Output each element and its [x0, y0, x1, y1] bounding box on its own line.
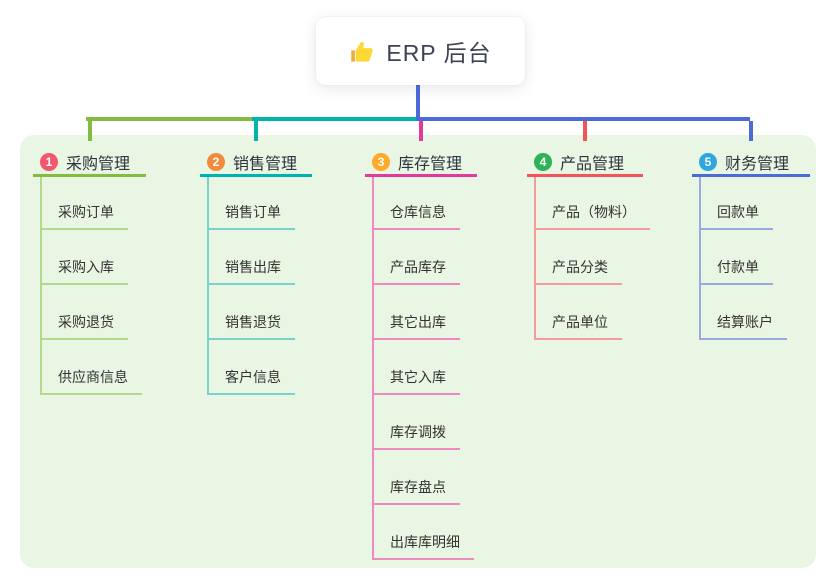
leaf-node[interactable]: 产品分类 [534, 253, 622, 285]
leaf-node[interactable]: 库存盘点 [372, 473, 460, 505]
leaf-node[interactable]: 产品单位 [534, 308, 622, 340]
leaf-node[interactable]: 采购退货 [40, 308, 128, 340]
leaf-node[interactable]: 回款单 [699, 198, 773, 230]
branch-number-badge: 2 [207, 153, 225, 171]
leaf-node[interactable]: 出库库明细 [372, 528, 474, 560]
root-label: ERP 后台 [386, 40, 492, 66]
leaf-node[interactable]: 销售退货 [207, 308, 295, 340]
rail-segment-1 [86, 117, 256, 121]
rail-segment-3 [416, 117, 750, 121]
leaf-node[interactable]: 其它入库 [372, 363, 460, 395]
branch-item-rail-5 [699, 177, 701, 340]
branch-number-badge: 5 [699, 153, 717, 171]
branch-label: 产品管理 [560, 156, 625, 173]
leaf-node[interactable]: 其它出库 [372, 308, 460, 340]
branch-node-1[interactable]: 1 采购管理 [33, 150, 146, 177]
root-connector-line [416, 85, 420, 121]
leaf-node[interactable]: 结算账户 [699, 308, 787, 340]
leaf-node[interactable]: 付款单 [699, 253, 773, 285]
branch-label: 财务管理 [725, 156, 790, 173]
root-node[interactable]: ERP 后台 [316, 17, 525, 85]
branch-drop-line-1 [87, 121, 92, 141]
thumbs-up-icon [349, 38, 376, 65]
branch-drop-line-2 [254, 121, 258, 141]
leaf-node[interactable]: 销售订单 [207, 198, 295, 230]
leaf-node[interactable]: 销售出库 [207, 253, 295, 285]
rail-segment-2 [252, 117, 420, 121]
branch-node-5[interactable]: 5 财务管理 [692, 150, 810, 177]
leaf-node[interactable]: 采购订单 [40, 198, 128, 230]
branch-number-badge: 3 [372, 153, 390, 171]
leaf-node[interactable]: 客户信息 [207, 363, 295, 395]
branch-item-rail-2 [207, 177, 209, 395]
branch-drop-line-5 [749, 121, 753, 141]
branch-node-3[interactable]: 3 库存管理 [365, 150, 477, 177]
branch-label: 销售管理 [233, 156, 298, 173]
branches-panel [20, 135, 816, 568]
leaf-node[interactable]: 库存调拨 [372, 418, 460, 450]
leaf-node[interactable]: 供应商信息 [40, 363, 142, 395]
branch-number-badge: 1 [40, 153, 58, 171]
branch-label: 采购管理 [66, 156, 131, 173]
branch-node-4[interactable]: 4 产品管理 [527, 150, 643, 177]
leaf-node[interactable]: 产品（物料） [534, 198, 650, 230]
branch-item-rail-3 [372, 177, 374, 560]
branch-number-badge: 4 [534, 153, 552, 171]
branch-label: 库存管理 [398, 156, 463, 173]
branch-drop-line-4 [583, 121, 587, 141]
branch-item-rail-4 [534, 177, 536, 340]
leaf-node[interactable]: 产品库存 [372, 253, 460, 285]
branch-item-rail-1 [40, 177, 42, 395]
leaf-node[interactable]: 仓库信息 [372, 198, 460, 230]
branch-drop-line-3 [419, 121, 423, 141]
branch-node-2[interactable]: 2 销售管理 [200, 150, 312, 177]
leaf-node[interactable]: 采购入库 [40, 253, 128, 285]
